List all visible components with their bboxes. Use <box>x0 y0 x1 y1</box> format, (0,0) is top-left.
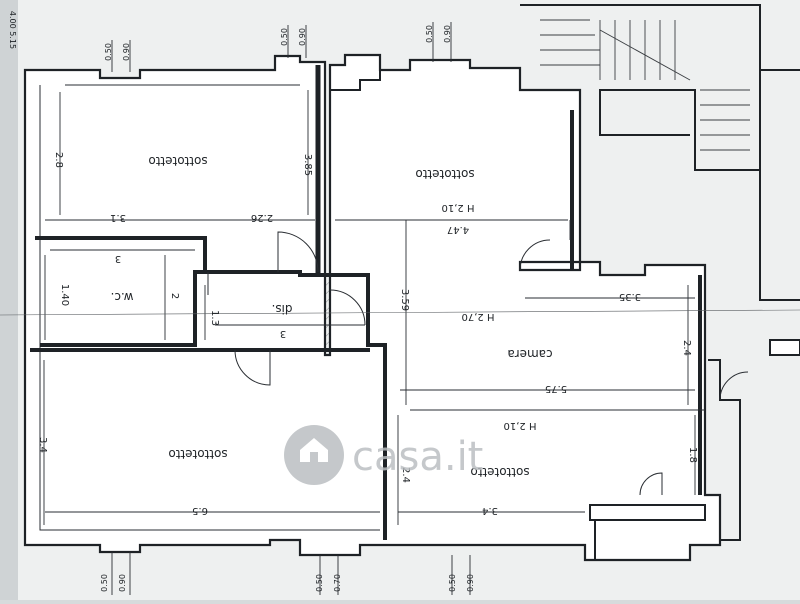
height-label-bottom: H 2,10 <box>504 420 537 431</box>
dimension-value: 2 <box>169 293 180 299</box>
window-dim-value: 0.90 <box>466 574 475 592</box>
room-label-sottotetto-top-left: sottotetto <box>148 154 207 168</box>
room-label-sottotetto-top-center: sottotetto <box>415 167 474 181</box>
dimension-value: 3.4 <box>37 437 48 453</box>
dimension-value: 4.47 <box>447 224 469 235</box>
dimension-value: 6.5 <box>192 505 208 516</box>
dimension-value: 2.4 <box>400 467 411 483</box>
height-label-middle: H 2,70 <box>462 311 495 322</box>
window-dimension-labels: 0.50 0.90 0.50 0.90 0.50 0.90 0.50 0.90 … <box>8 11 475 592</box>
dimension-value: 1.40 <box>59 284 70 306</box>
window-dim-value: 0.50 <box>448 574 457 592</box>
dimension-value: 3 <box>115 253 121 264</box>
window-dim-value: 0.50 <box>104 43 113 61</box>
window-dim-value: 0.90 <box>443 25 452 43</box>
window-dim-value: 0.90 <box>298 28 307 46</box>
dimension-value: 1.3 <box>209 310 220 326</box>
dimension-value: 2.8 <box>53 152 64 168</box>
room-label-wc: w.c. <box>111 290 134 304</box>
height-label-top: H 2,10 <box>442 202 475 213</box>
window-dim-value: 0.90 <box>118 574 127 592</box>
window-dim-value: 0.50 <box>425 25 434 43</box>
casa-it-watermark: casa.it <box>284 425 483 485</box>
window-dim-value: 0.50 <box>280 28 289 46</box>
room-labels: sottotetto sottotetto w.c. dis. camera s… <box>111 154 553 479</box>
window-dim-value: 0.50 <box>315 574 324 592</box>
window-dim-value: 0.70 <box>333 574 342 592</box>
room-label-sottotetto-bottom-left: sottotetto <box>168 447 227 461</box>
window-dim-value: 0.90 <box>122 43 131 61</box>
window-dim-value: 0.50 <box>100 574 109 592</box>
corner-scribble: 4.00 5.15 <box>8 11 17 49</box>
dimension-value: 3 <box>280 328 286 339</box>
dimension-value: 1.8 <box>687 447 698 463</box>
dimension-value: 2.26 <box>251 212 273 223</box>
watermark-text: casa.it <box>352 434 483 480</box>
dimension-value: 3.85 <box>302 154 313 176</box>
dimension-value: 5.75 <box>545 383 567 394</box>
dimension-value: 3.35 <box>619 291 641 302</box>
dimension-value: 3.59 <box>399 289 410 311</box>
walls <box>23 53 800 562</box>
dimension-lines <box>0 90 800 525</box>
room-label-camera: camera <box>507 347 552 361</box>
staircase <box>520 4 761 171</box>
door-swings <box>207 231 749 496</box>
dimension-value: 3.4 <box>482 505 498 516</box>
room-label-sottotetto-bottom-right: sottotetto <box>470 465 529 479</box>
dimension-value: 2.4 <box>681 340 692 356</box>
room-label-dis: dis. <box>271 302 292 316</box>
window-dimension-ticks <box>111 22 471 595</box>
ceiling-heights: H 2,10 H 2,70 H 2,10 <box>442 202 537 431</box>
dimension-value: 3.1 <box>110 212 126 223</box>
paper-edge <box>0 0 18 600</box>
dimension-values: 2.8 3.1 2.26 3.85 4.47 3.59 3.35 2.4 3 2… <box>37 152 698 516</box>
